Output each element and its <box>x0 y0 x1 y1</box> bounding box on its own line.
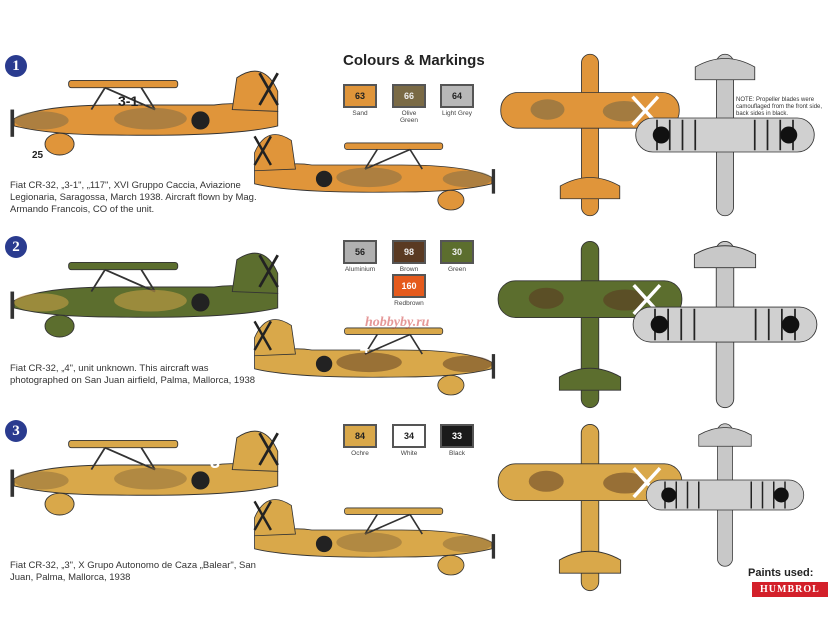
scheme-caption: Fiat CR-32, „3", X Grupo Autonomo de Caz… <box>10 560 256 583</box>
scheme-number-badge: 2 <box>5 236 27 258</box>
propeller-note: NOTE: Propeller blades were camouflaged … <box>736 97 823 117</box>
fuselage-code: 3 <box>210 452 221 472</box>
wheel-code: 25 <box>32 150 44 161</box>
scheme-caption: Fiat CR-32, „3-1", „117", XVI Gruppo Cac… <box>10 180 257 215</box>
fuselage-code: 3-1 <box>118 93 139 109</box>
aircraft-profile-right <box>253 133 497 212</box>
aircraft-bottom-view <box>632 240 818 409</box>
aircraft-bottom-view <box>645 422 805 568</box>
fuselage-code: 4 <box>360 340 369 357</box>
scheme-number-badge: 3 <box>5 420 27 442</box>
humbrol-logo: HUMBROL <box>752 582 828 597</box>
scheme-number-badge: 1 <box>5 55 27 77</box>
aircraft-profile-right <box>253 498 497 577</box>
watermark: hobbyby.ru <box>365 315 430 330</box>
page-title: Colours & Markings <box>343 52 485 69</box>
aircraft-bottom-view <box>634 53 816 217</box>
scheme-caption: Fiat CR-32, „4", unit unknown. This airc… <box>10 363 256 386</box>
paints-used-label: Paints used: <box>748 567 814 579</box>
